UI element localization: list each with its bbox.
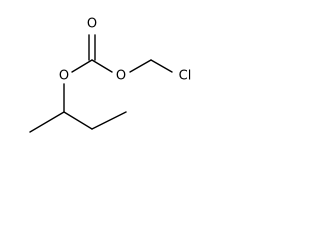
right-ester-oxygen-label: O (116, 69, 126, 84)
chlorine-label: Cl (179, 69, 192, 84)
bond-carbonyl-c-left-o (71, 59, 93, 73)
bond-ch-ethyl-ch2 (63, 111, 93, 130)
bond-ch2-cl (150, 59, 173, 73)
left-ester-oxygen-label: O (59, 69, 69, 84)
bonds (29, 34, 173, 133)
bond-carbonyl-c-right-o (91, 59, 113, 73)
bond-right-o-ch2 (129, 59, 152, 73)
bond-ethyl-ch2-ch3 (91, 111, 127, 130)
chemical-structure: O O O Cl (29, 17, 191, 133)
carbonyl-oxygen-label: O (87, 17, 97, 32)
bond-ch-methyl (29, 111, 65, 133)
atom-labels: O O O Cl (59, 17, 191, 84)
